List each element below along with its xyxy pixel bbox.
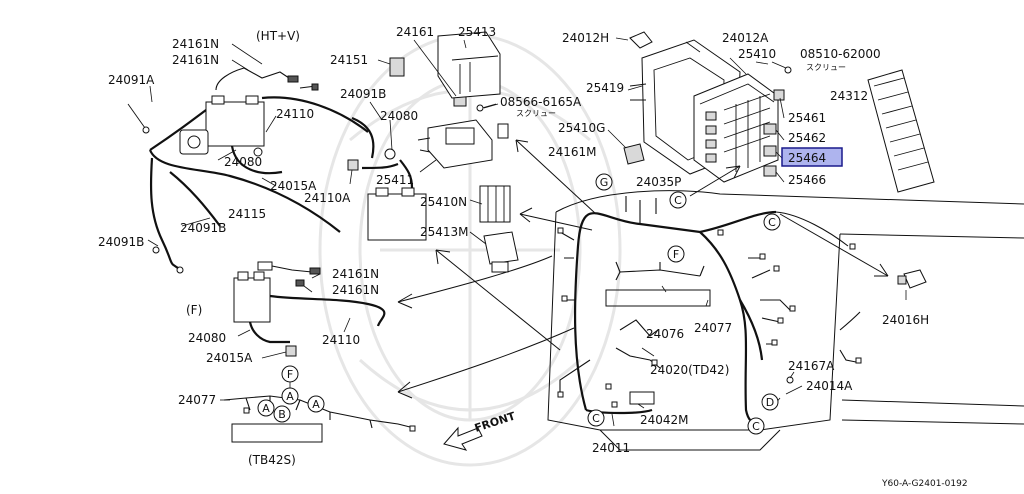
label-24161[interactable]: 24161 [396,25,434,39]
label-25413M[interactable]: 25413M [420,225,469,239]
callout-A-3: A [312,398,320,411]
label-screw-b: スクリュー [806,63,846,72]
label-24076[interactable]: 24076 [646,327,684,341]
callout-C-right: C [768,216,776,229]
fuse-block-assembly [615,31,935,193]
diagram-reference-code: Y60-A-G2401-0192 [881,479,968,489]
callout-letters: G C C F C D C F A A A B [262,176,776,433]
label-24015A-bottom[interactable]: 24015A [206,351,253,365]
label-25410N[interactable]: 25410N [420,195,467,209]
label-24014A[interactable]: 24014A [806,379,853,393]
variant-label: (HT+V) [256,29,300,43]
label-screw-a: スクリュー [516,109,556,118]
label-24115[interactable]: 24115 [228,207,266,221]
battery-cable-assembly-top-left [127,43,375,274]
label-25462[interactable]: 25462 [788,131,826,145]
label-25419[interactable]: 25419 [586,81,624,95]
label-24012H[interactable]: 24012H [562,31,609,45]
callout-C-lower-right: C [752,420,760,433]
label-24077-left[interactable]: 24077 [178,393,216,407]
label-24016H[interactable]: 24016H [882,313,929,327]
callout-G: G [600,176,609,189]
label-TB42S: (TB42S) [248,453,296,467]
label-08566[interactable]: 08566-6165A [500,95,582,109]
label-25410G[interactable]: 25410G [558,121,605,135]
label-25413[interactable]: 25413 [458,25,496,39]
label-24151[interactable]: 24151 [330,53,368,67]
label-24161N-a[interactable]: 24161N [172,37,219,51]
label-24161N-d[interactable]: 24161N [332,283,379,297]
callout-D: D [766,396,774,409]
fusible-link-assembly [347,31,509,241]
callout-C-bottom: C [592,412,600,425]
label-25410[interactable]: 25410 [738,47,776,61]
callout-F-center: F [673,248,679,261]
callout-circles [257,173,781,435]
label-24020[interactable]: 24020(TD42) [650,363,729,377]
label-25461[interactable]: 25461 [788,111,826,125]
highlight-box[interactable] [781,147,843,167]
label-24110-top[interactable]: 24110 [276,107,314,121]
battery-assembly-variant-f [233,261,386,359]
label-24312[interactable]: 24312 [830,89,868,103]
label-24091B-top[interactable]: 24091B [340,87,386,101]
part-labels: (HT+V) 24161N 24161N 24091A 24161 25413 … [98,25,968,489]
label-24161M[interactable]: 24161M [548,145,597,159]
callout-F-left: F [287,368,293,381]
label-24035P[interactable]: 24035P [636,175,681,189]
label-24011[interactable]: 24011 [592,441,630,455]
label-08510[interactable]: 08510-62000 [800,47,881,61]
direction-arrows [397,139,889,399]
label-24012A[interactable]: 24012A [722,31,769,45]
label-24161N-c[interactable]: 24161N [332,267,379,281]
label-24080-top[interactable]: 24080 [380,109,418,123]
label-24110-bottom[interactable]: 24110 [322,333,360,347]
label-24167A[interactable]: 24167A [788,359,835,373]
label-25411[interactable]: 25411 [376,173,414,187]
label-24091B-bottom[interactable]: 24091B [98,235,144,249]
label-24091B-left[interactable]: 24091B [180,221,226,235]
label-front: FRONT [473,409,517,435]
label-24080-mid[interactable]: 24080 [224,155,262,169]
label-24091A[interactable]: 24091A [108,73,155,87]
label-24110A[interactable]: 24110A [304,191,351,205]
relay-connectors [469,129,645,273]
label-25464[interactable]: 25464 [788,151,826,165]
front-direction-marker [443,426,483,451]
callout-A-2: A [262,402,270,415]
main-vehicle-harness [547,190,1024,451]
callout-B: B [278,408,286,421]
label-24161N-b[interactable]: 24161N [172,53,219,67]
callout-A-1: A [286,390,294,403]
label-24077-center[interactable]: 24077 [694,321,732,335]
callout-C-top: C [674,194,682,207]
label-24015A-top[interactable]: 24015A [270,179,317,193]
label-24080-bottom[interactable]: 24080 [188,331,226,345]
label-24042M[interactable]: 24042M [640,413,689,427]
label-F-variant: (F) [186,303,202,317]
label-25466[interactable]: 25466 [788,173,826,187]
